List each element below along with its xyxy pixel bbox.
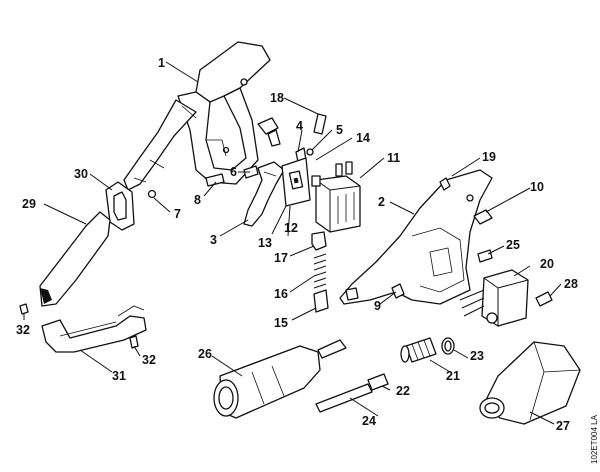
part-27-coupling-sleeve xyxy=(479,341,581,425)
part-21-gland-nut xyxy=(400,337,437,363)
part-5-pin xyxy=(306,148,314,156)
label-32-upper: 32 xyxy=(16,323,30,337)
part-23-o-ring xyxy=(441,337,455,355)
label-9: 9 xyxy=(374,299,381,313)
label-31: 31 xyxy=(112,369,126,383)
label-27: 27 xyxy=(556,419,570,433)
label-24: 24 xyxy=(362,414,376,428)
part-10-screw xyxy=(473,209,493,225)
label-7: 7 xyxy=(174,207,181,221)
part-24-cable xyxy=(315,383,373,413)
part-31-grip-handle xyxy=(41,305,147,353)
label-2: 2 xyxy=(378,195,385,209)
label-4: 4 xyxy=(296,119,303,133)
label-28: 28 xyxy=(564,277,578,291)
part-7-screw xyxy=(147,189,157,199)
part-29-grip-cover xyxy=(39,211,111,307)
label-14: 14 xyxy=(356,131,370,145)
label-5: 5 xyxy=(336,123,343,137)
part-6-pin xyxy=(243,165,259,179)
part-16-spring xyxy=(313,253,327,289)
label-6: 6 xyxy=(230,165,237,179)
part-22-bushing xyxy=(367,373,389,391)
label-19: 19 xyxy=(482,150,496,164)
label-26: 26 xyxy=(198,347,212,361)
part-26-plug xyxy=(213,339,347,419)
callout-labels: 1 2 3 4 5 6 7 8 9 10 11 12 13 14 15 16 1… xyxy=(16,56,599,464)
part-30-grommet xyxy=(105,181,135,231)
label-20: 20 xyxy=(540,257,554,271)
label-17: 17 xyxy=(274,251,288,265)
part-2-handle-housing xyxy=(339,169,493,305)
part-12-switch-plate xyxy=(281,157,311,207)
label-8: 8 xyxy=(194,193,201,207)
part-15-bushing xyxy=(313,289,329,313)
label-23: 23 xyxy=(470,349,484,363)
part-20-junction-housing xyxy=(459,269,529,327)
part-25-screw xyxy=(477,249,493,263)
diagram-code: 102ET004 LA xyxy=(590,414,599,464)
label-29: 29 xyxy=(22,197,36,211)
label-11: 11 xyxy=(387,151,400,165)
part-32-screw-upper xyxy=(19,303,29,315)
label-13: 13 xyxy=(258,236,272,250)
part-1-handle-housing xyxy=(123,41,271,191)
part-17-contact-clip xyxy=(311,231,327,251)
label-16: 16 xyxy=(274,287,288,301)
part-28-screw xyxy=(535,291,553,307)
knob-part xyxy=(257,117,281,147)
label-21: 21 xyxy=(446,369,460,383)
label-22: 22 xyxy=(396,384,410,398)
part-18-pin xyxy=(313,113,327,135)
label-15: 15 xyxy=(274,316,288,330)
label-1: 1 xyxy=(158,56,165,70)
leader-lines xyxy=(23,61,562,425)
label-30: 30 xyxy=(74,167,88,181)
label-12: 12 xyxy=(284,221,298,235)
part-9-screw xyxy=(391,283,405,299)
part-11-contact-block xyxy=(311,161,361,233)
part-8-bracket xyxy=(205,173,225,187)
label-25: 25 xyxy=(506,238,520,252)
label-3: 3 xyxy=(210,233,217,247)
part-19-screw xyxy=(439,177,451,191)
label-18: 18 xyxy=(270,91,284,105)
label-32-lower: 32 xyxy=(142,353,156,367)
label-10: 10 xyxy=(530,180,544,194)
part-32-screw-lower xyxy=(129,335,139,349)
